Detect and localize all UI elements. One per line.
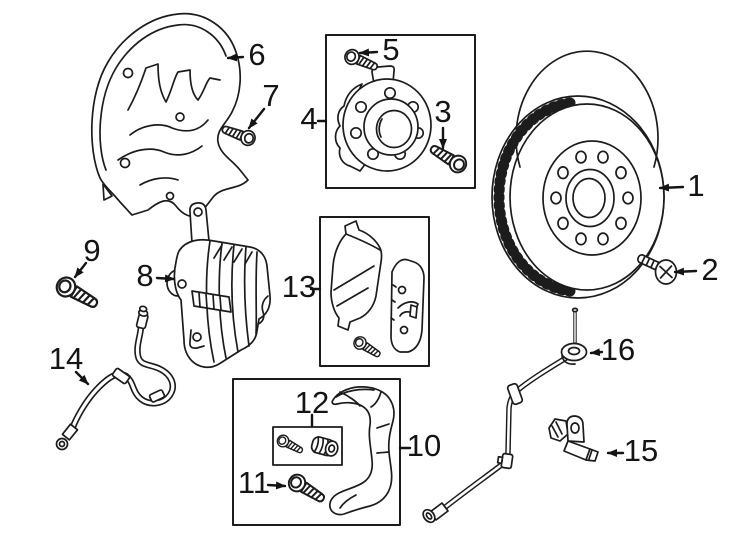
leader-16 — [589, 348, 604, 357]
callout-16: 16 — [601, 332, 635, 367]
callout-11: 11 — [238, 465, 270, 500]
group-box-guide-pin-kit — [272, 426, 343, 466]
leader-2 — [673, 267, 698, 276]
callout-1: 1 — [687, 168, 704, 203]
callout-5: 5 — [382, 32, 399, 67]
part-abs-speed-sensor — [548, 415, 599, 462]
callout-14: 14 — [49, 341, 83, 376]
callout-2: 2 — [701, 252, 718, 287]
callout-6: 6 — [248, 37, 265, 72]
callout-labels: 1 2 3 4 5 6 7 8 9 10 11 12 13 14 15 16 — [49, 32, 719, 500]
part-brake-caliper — [166, 202, 271, 369]
part-brake-pad-inner — [330, 220, 383, 331]
part-sensor-wire-harness — [422, 307, 588, 524]
leader-6 — [226, 53, 245, 62]
leader-8 — [155, 274, 176, 283]
part-caliper-bolt — [52, 273, 103, 314]
leader-14 — [74, 370, 90, 386]
part-brake-hose — [55, 305, 176, 451]
part-rotor-retaining-screw — [637, 253, 678, 285]
callout-12: 12 — [295, 385, 329, 420]
part-guide-pin-sleeve — [310, 435, 339, 457]
part-caliper-mount-bracket — [329, 386, 395, 516]
leader-lines — [73, 48, 698, 490]
leader-7 — [247, 107, 266, 130]
callout-9: 9 — [83, 233, 100, 268]
group-box-pads — [319, 216, 430, 367]
callout-4: 4 — [300, 101, 317, 136]
leader-5 — [358, 48, 379, 57]
group-box-hub — [325, 34, 476, 189]
callout-7: 7 — [262, 78, 279, 113]
callout-10: 10 — [407, 428, 441, 463]
part-brake-pad-outer — [390, 258, 425, 353]
leader-11 — [266, 481, 287, 490]
part-splash-shield — [90, 12, 249, 218]
callout-13: 13 — [282, 269, 316, 304]
callout-3: 3 — [434, 94, 451, 129]
leader-1 — [658, 183, 685, 192]
part-wheel-hub-and-bearing — [334, 65, 432, 172]
group-box-bracket — [232, 378, 401, 526]
part-brake-rotor — [491, 50, 665, 299]
leader-9 — [73, 261, 88, 279]
callout-8: 8 — [136, 258, 153, 293]
callout-15: 15 — [624, 433, 658, 468]
